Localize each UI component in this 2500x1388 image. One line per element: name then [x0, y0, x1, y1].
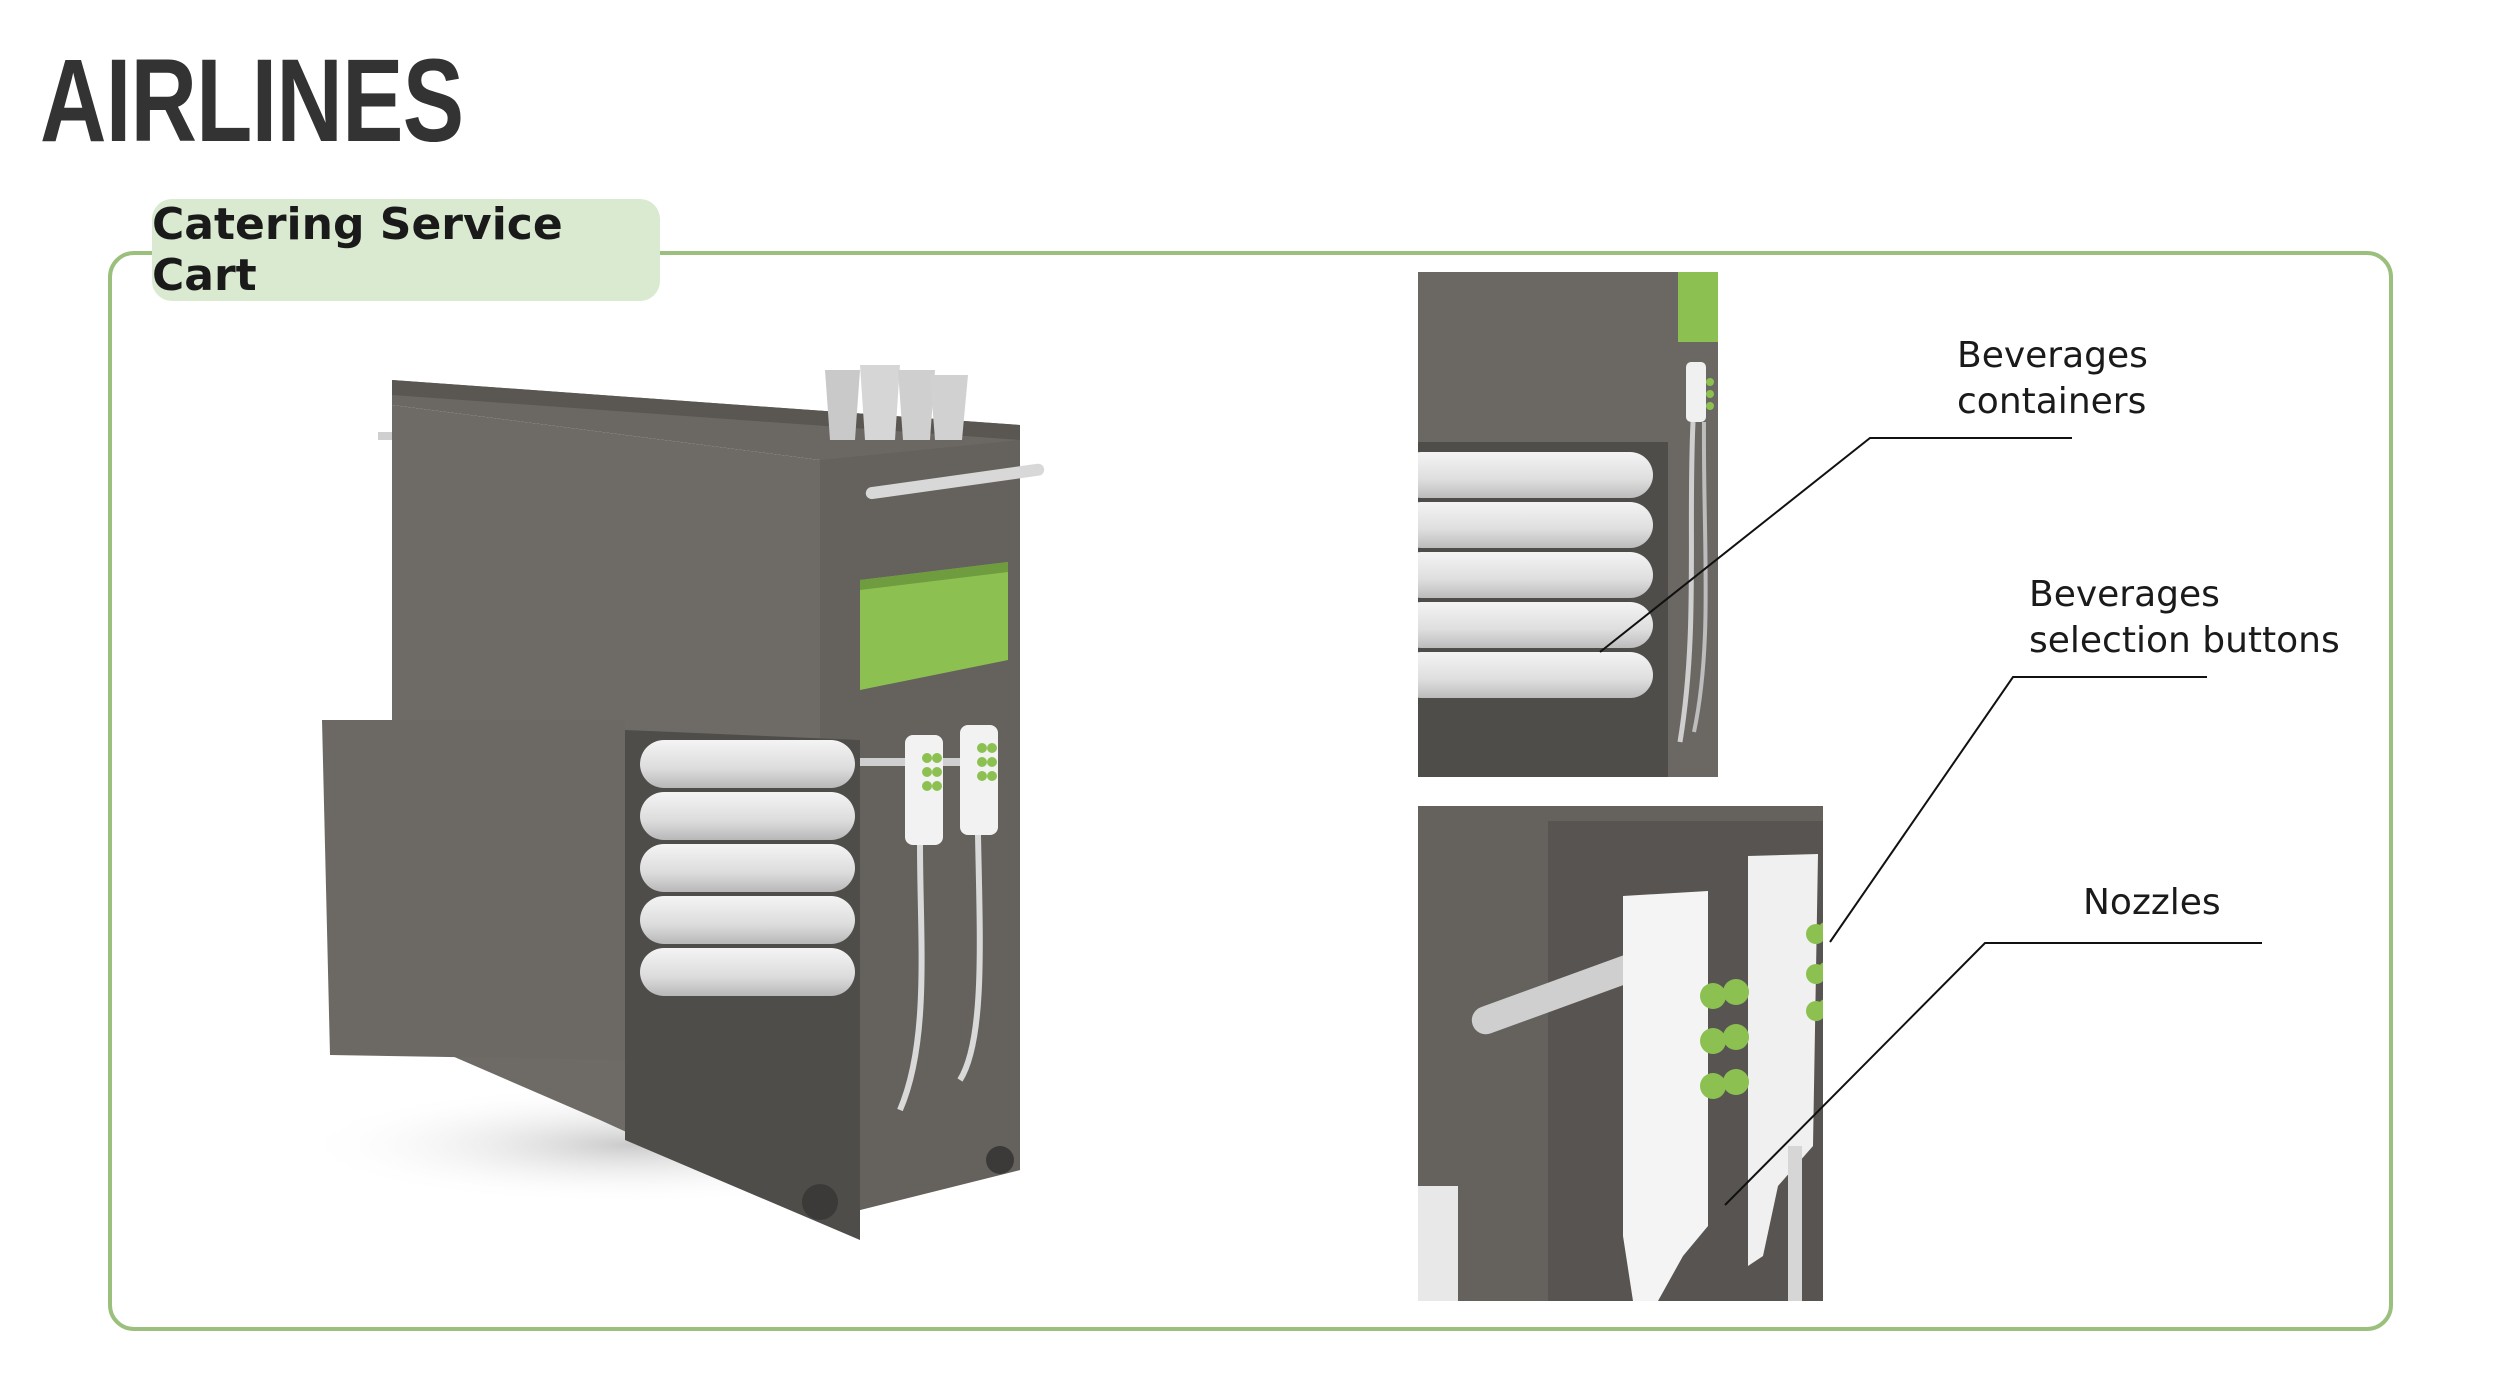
page-title: AIRLINES	[40, 35, 464, 167]
callout-selection-buttons: Beverages selection buttons	[2029, 572, 2340, 664]
callout-nozzles: Nozzles	[2083, 880, 2221, 926]
content-panel	[108, 251, 2393, 1331]
cart-illustration	[300, 365, 1045, 1240]
callout-label-line: Beverages	[2029, 574, 2220, 615]
cart-door	[322, 720, 625, 1060]
dispensers-icon	[860, 725, 998, 1112]
callout-label-line: Nozzles	[2083, 882, 2221, 923]
panel-tab: Catering Service Cart	[152, 199, 660, 301]
detail-image-containers	[1418, 272, 1718, 777]
callout-label-line: containers	[1957, 381, 2147, 422]
drawer	[860, 562, 1008, 690]
detail-image-dispensers	[1418, 806, 1823, 1301]
cups-icon	[825, 365, 968, 440]
callout-label-line: selection buttons	[2029, 620, 2340, 661]
callout-beverages-containers: Beverages containers	[1957, 333, 2148, 425]
beverage-containers-icon	[640, 740, 855, 996]
callout-label-line: Beverages	[1957, 335, 2148, 376]
